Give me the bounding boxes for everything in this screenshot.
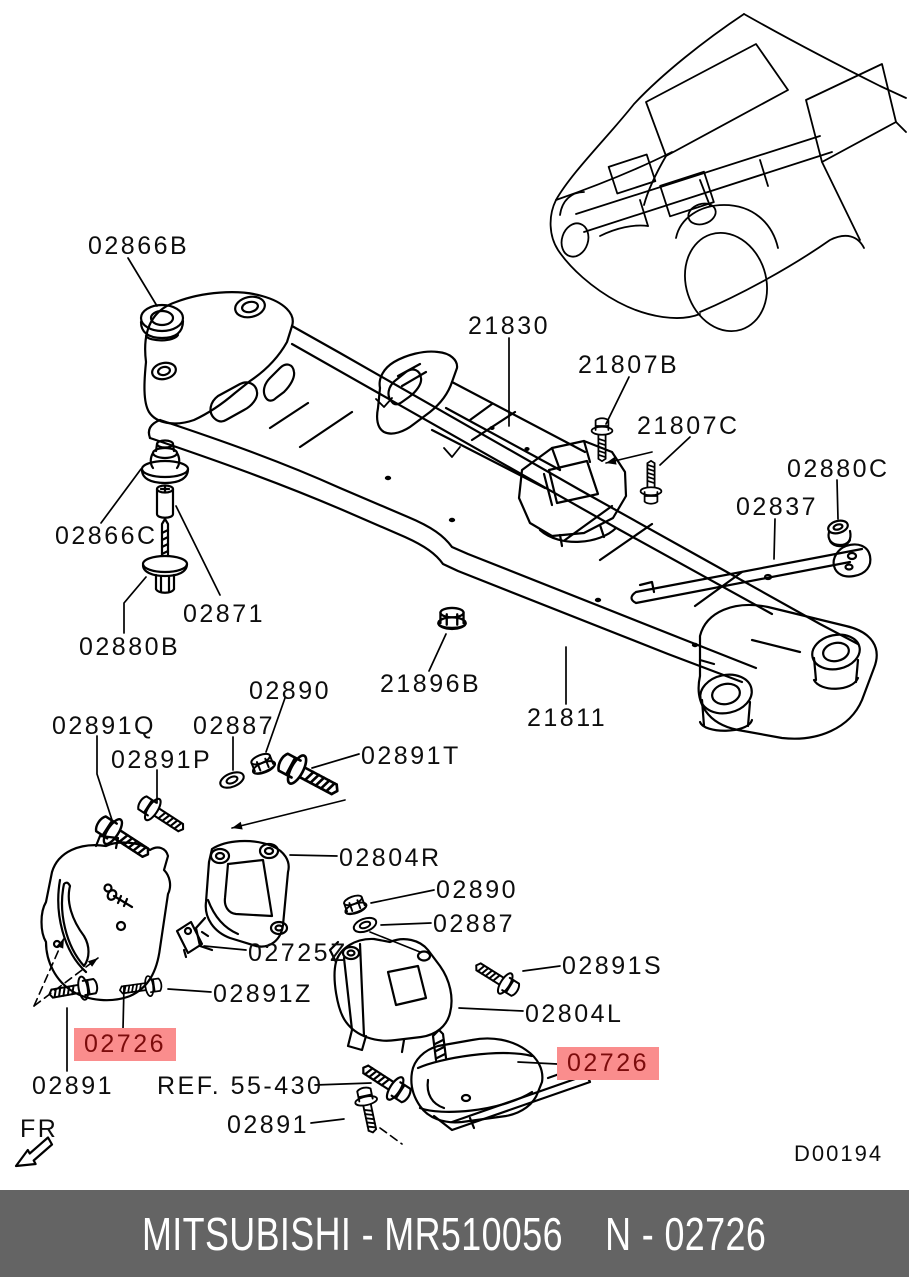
leader-lines	[66, 257, 839, 1124]
crossmember-21811	[143, 291, 878, 740]
nut-02890-left	[247, 750, 278, 778]
bolt-02891z	[117, 973, 164, 1002]
bolt-21807c	[639, 459, 663, 505]
clip-02725z	[175, 920, 204, 959]
bracket-02804r	[194, 839, 290, 952]
grommet-02866b	[139, 303, 185, 342]
pointer-arrows	[33, 451, 653, 1145]
footer-text: MITSUBISHI - MR510056 N - 02726	[142, 1207, 766, 1261]
nut-21896b	[437, 606, 467, 631]
bolt-02891t	[271, 745, 346, 807]
support-member-21830	[375, 350, 628, 548]
bolt-02891p	[132, 790, 191, 841]
bolt-02891-bottom	[351, 1084, 385, 1136]
nut-02890-right	[340, 892, 369, 918]
bracket-02837	[630, 543, 872, 605]
mount-left-02726	[40, 834, 172, 1002]
bolt-02880b	[141, 517, 189, 594]
mount-right-02726	[410, 1028, 592, 1132]
bolt-02891s	[469, 954, 525, 1002]
spacer-02871	[155, 484, 175, 519]
bolt-21807b	[590, 417, 614, 463]
bracket-02804l	[328, 931, 453, 1054]
damper-02866c	[140, 439, 190, 485]
footer-bar: MITSUBISHI - MR510056 N - 02726	[0, 1190, 909, 1277]
vehicle-sketch	[549, 13, 907, 333]
footer-number: N - 02726	[605, 1207, 767, 1260]
footer-brand-part: MITSUBISHI - MR510056	[142, 1207, 564, 1260]
fr-direction-arrow	[14, 1136, 54, 1168]
washer-02887-right	[350, 914, 380, 936]
diagram-code: D00194	[794, 1141, 884, 1166]
fr-label: FR	[20, 1115, 59, 1143]
washer-02887-left	[217, 768, 247, 792]
clip-02880c	[827, 519, 852, 548]
